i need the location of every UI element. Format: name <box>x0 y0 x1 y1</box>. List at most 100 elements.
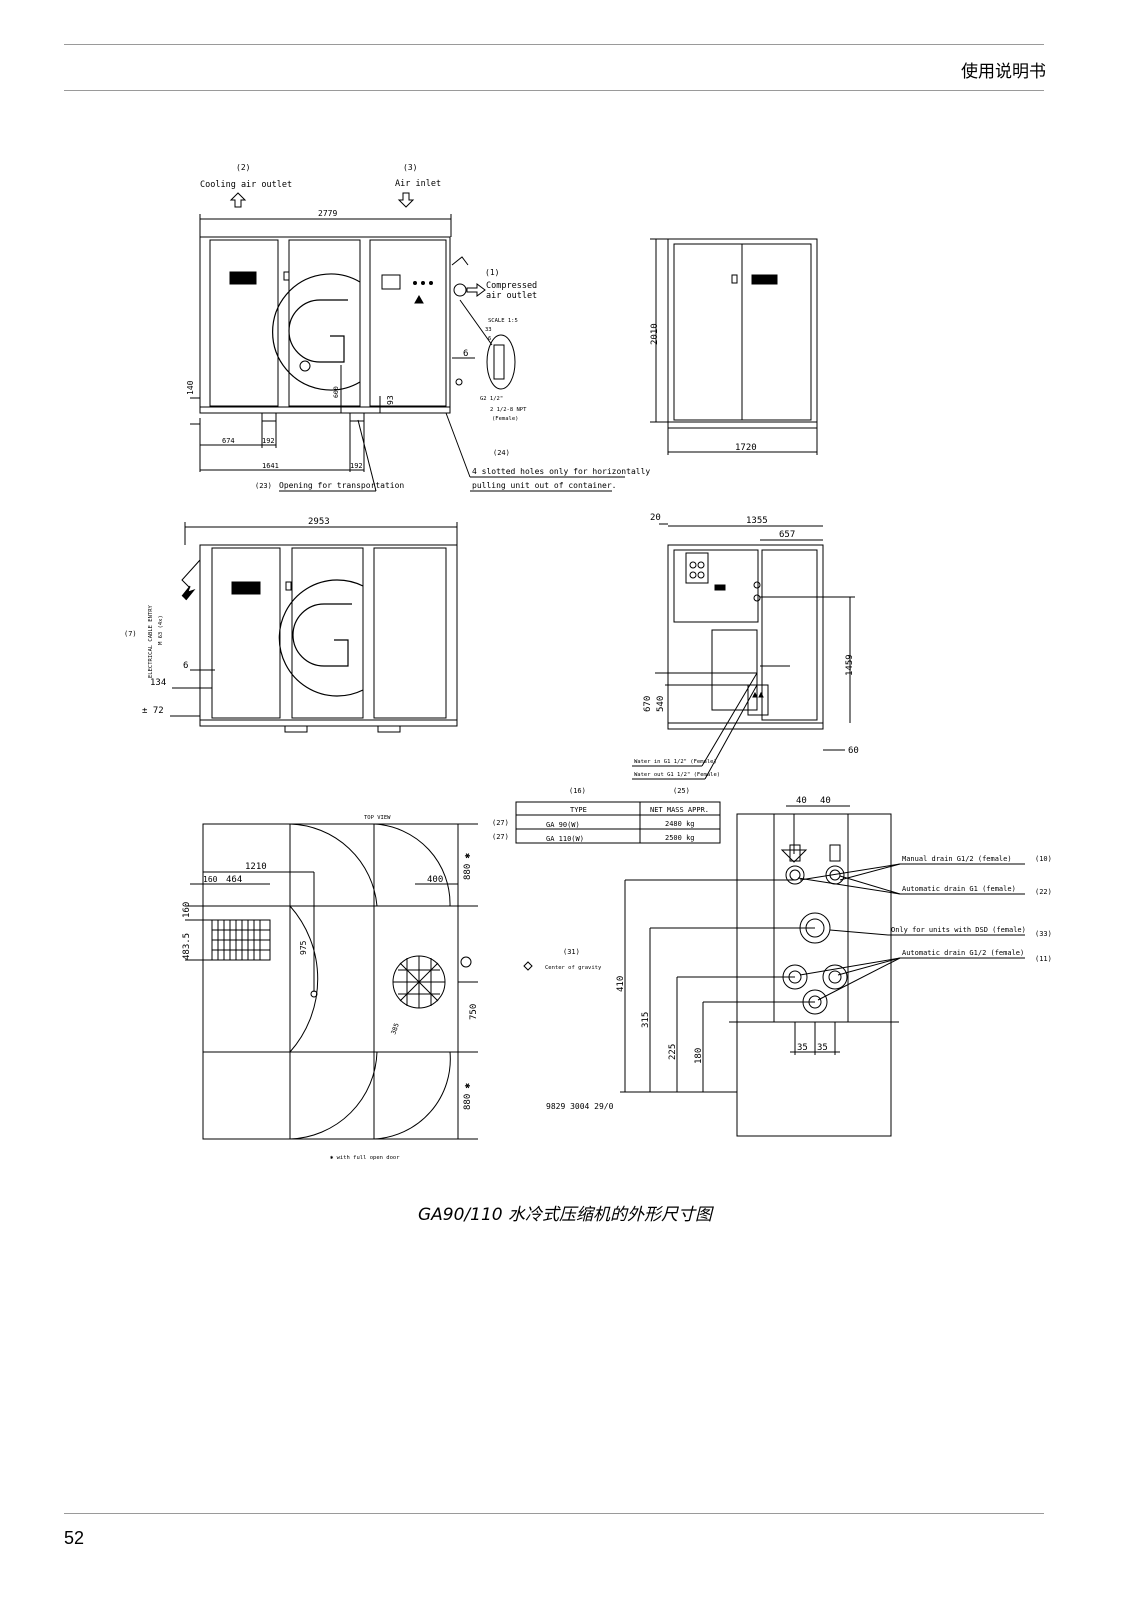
dim-40b: 40 <box>820 796 831 806</box>
table-type-1: GA 90(W) <box>546 821 580 829</box>
female-note: (Female) <box>492 416 519 422</box>
dim-33: 33 <box>485 327 492 333</box>
atlas-logo-icon-side <box>751 274 778 285</box>
opening-transport-label: Opening for transportation <box>279 481 404 490</box>
dim-180: 180 <box>694 1048 704 1064</box>
page-number: 52 <box>64 1528 85 1548</box>
drain-detail: 40 40 410 315 225 180 35 35 Manual drain… <box>616 796 1052 1137</box>
ref-25: (25) <box>673 787 690 795</box>
table-mass-1: 2480 kg <box>665 820 695 828</box>
cooling-air-outlet-label: Cooling air outlet <box>200 180 292 190</box>
dim-385: 385 <box>389 1022 401 1036</box>
header-rule-top <box>64 44 1044 45</box>
dim-134: 134 <box>150 678 166 688</box>
dim-880a: 880 ✱ <box>463 852 473 880</box>
dim-2779: 2779 <box>318 209 337 218</box>
dim-2953: 2953 <box>308 517 330 527</box>
end-view: 20 1355 657 1459 670 540 60 Water in G1 … <box>632 513 859 780</box>
m63-label: M 63 (4x) <box>158 615 164 645</box>
footer-rule <box>64 1513 1044 1514</box>
dim-975: 975 <box>299 940 308 955</box>
ref-23: (23) <box>255 482 272 490</box>
dim-160a: 160 <box>203 875 218 884</box>
dim-400: 400 <box>427 875 443 885</box>
ref-3: (3) <box>403 163 417 172</box>
dim-315: 315 <box>641 1012 651 1028</box>
side-view: 1720 2010 <box>650 238 818 455</box>
top-view: TOP VIEW 975 1210 160 464 400 880 ✱ 160 <box>182 815 479 1161</box>
dim-2010: 2010 <box>650 323 660 345</box>
air-outlet-label: air outlet <box>486 291 537 301</box>
dim-40a: 40 <box>796 796 807 806</box>
dim-192b: 192 <box>350 462 363 470</box>
table-header-mass: NET MASS APPR. <box>650 806 709 814</box>
table-mass-2: 2500 kg <box>665 834 695 842</box>
dim-6b: 6 <box>463 349 468 359</box>
ref-31: (31) <box>563 948 580 956</box>
ref-7: (7) <box>124 630 137 638</box>
dim-140: 140 <box>186 380 195 395</box>
dim-6a: 6 <box>488 336 491 342</box>
dim-1210: 1210 <box>245 862 267 872</box>
header-rule-bottom <box>64 90 1044 91</box>
water-in-label: Water in G1 1/2" (Female) <box>634 759 717 765</box>
ref-22: (22) <box>1035 888 1052 896</box>
dim-35a: 35 <box>797 1043 808 1053</box>
warning-icon <box>414 294 424 304</box>
top-view-label: TOP VIEW <box>364 815 391 821</box>
air-inlet-label: Air inlet <box>395 179 441 189</box>
down-arrow-icon <box>397 192 415 208</box>
slotted-holes-line2: pulling unit out of container. <box>472 481 617 490</box>
table-header-type: TYPE <box>570 806 587 814</box>
ref-2: (2) <box>236 163 250 172</box>
dim-20: 20 <box>650 513 661 523</box>
dsd-only-label: Only for units with DSD (female) <box>891 926 1026 934</box>
dim-93: 93 <box>386 395 395 405</box>
ref-27a: (27) <box>492 819 509 827</box>
dim-410: 410 <box>616 976 626 992</box>
auto-drain-g1-label: Automatic drain G1 (female) <box>902 885 1016 893</box>
header-title: 使用说明书 <box>961 62 1046 82</box>
dim-1720: 1720 <box>735 443 757 453</box>
dim-6c: 6 <box>183 661 188 671</box>
ref-27b: (27) <box>492 833 509 841</box>
full-open-door-note: ✱ with full open door <box>330 1155 400 1161</box>
dim-483: 483.5 <box>182 933 192 960</box>
scale-label: SCALE 1:5 <box>488 318 518 324</box>
atlas-logo-icon-rear <box>231 581 261 595</box>
dim-72: ± 72 <box>142 706 164 716</box>
up-arrow-icon <box>229 192 247 208</box>
ref-33: (33) <box>1035 930 1052 938</box>
dim-880b: 880 ✱ <box>463 1082 473 1110</box>
dim-225: 225 <box>668 1044 678 1060</box>
dim-600: 600 <box>332 386 340 398</box>
g2-thread: G2 1/2" <box>480 396 503 402</box>
dim-1355: 1355 <box>746 516 768 526</box>
lightning-icon <box>181 585 196 601</box>
ref-1: (1) <box>485 268 499 277</box>
ref-10: (10) <box>1035 855 1052 863</box>
npt-thread: 2 1/2-8 NPT <box>490 407 527 413</box>
slotted-holes-line1: 4 slotted holes only for horizontally <box>472 467 650 476</box>
dim-1641: 1641 <box>262 462 279 470</box>
ref-16: (16) <box>569 787 586 795</box>
atlas-logo-icon <box>229 271 257 285</box>
dim-464: 464 <box>226 875 242 885</box>
front-view: (2) Cooling air outlet (3) Air inlet 277… <box>186 163 650 492</box>
dim-160b: 160 <box>182 902 192 918</box>
mass-table: (16) (25) TYPE NET MASS APPR. GA 90(W) 2… <box>492 787 721 1111</box>
dim-60: 60 <box>848 746 859 756</box>
auto-drain-g12-label: Automatic drain G1/2 (female) <box>902 949 1024 957</box>
water-out-label: Water out G1 1/2" (Female) <box>634 772 720 778</box>
rear-view: 2953 (7) ELECTRICAL CABLE ENTRY M 63 (4x… <box>124 517 458 733</box>
table-type-2: GA 110(W) <box>546 835 584 843</box>
compressed-label: Compressed <box>486 281 537 291</box>
dim-670: 670 <box>643 696 653 712</box>
dim-192a: 192 <box>262 437 275 445</box>
cable-entry-label: ELECTRICAL CABLE ENTRY <box>148 604 154 678</box>
figure-caption: GA90/110 水冷式压缩机的外形尺寸图 <box>417 1205 712 1225</box>
drawing-number: 9829 3004 29/0 <box>546 1102 614 1111</box>
ref-24: (24) <box>493 449 510 457</box>
dim-540: 540 <box>656 696 666 712</box>
